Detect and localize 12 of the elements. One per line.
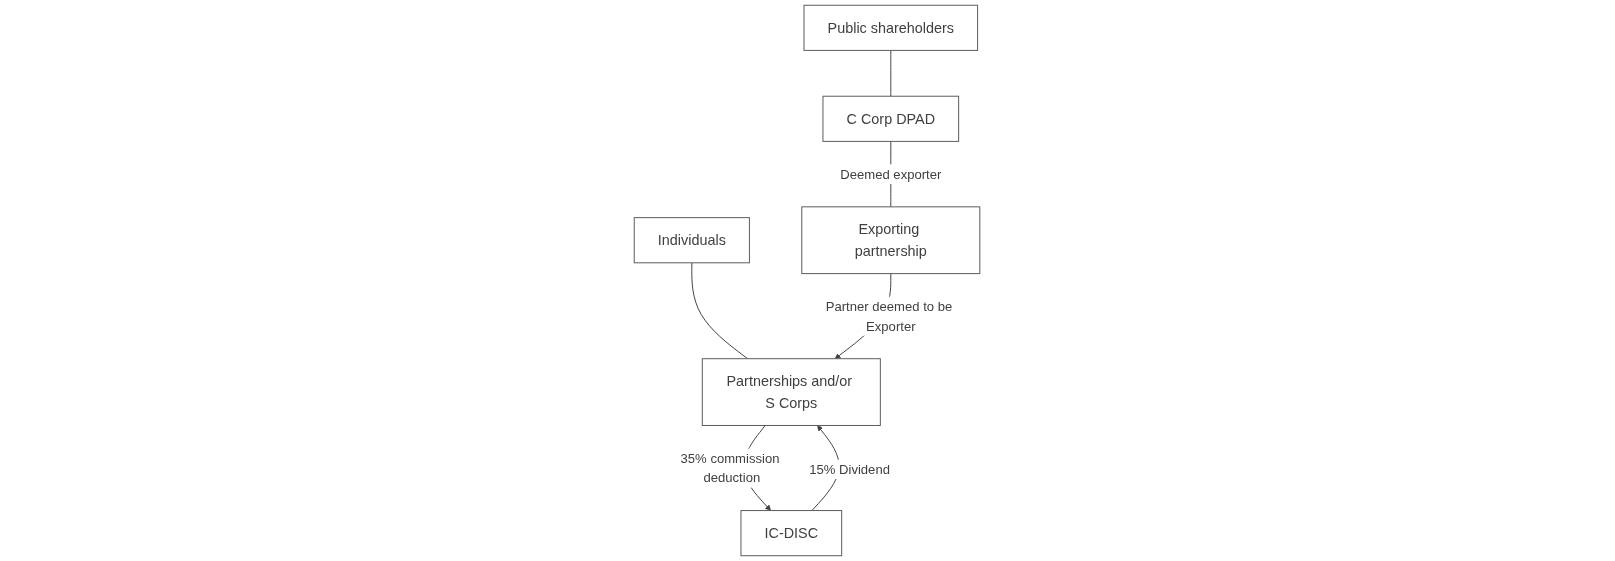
- edge-label: 15% Dividend: [809, 462, 891, 477]
- node-box: IC-DISC: [740, 510, 843, 557]
- connector: [691, 262, 749, 360]
- node-box: C Corp DPAD: [822, 95, 960, 142]
- node-box: Exporting partnership: [801, 206, 981, 275]
- edge-label: Partner deemed to be Exporter: [826, 299, 953, 334]
- node-box: Partnerships and/or S Corps: [702, 358, 882, 426]
- edge-label: 35% commission deduction: [681, 451, 780, 486]
- connector: [890, 49, 892, 97]
- node-box: Public shareholders: [803, 4, 979, 51]
- edge-label: Deemed exporter: [840, 166, 942, 182]
- node-box: Individuals: [634, 217, 751, 264]
